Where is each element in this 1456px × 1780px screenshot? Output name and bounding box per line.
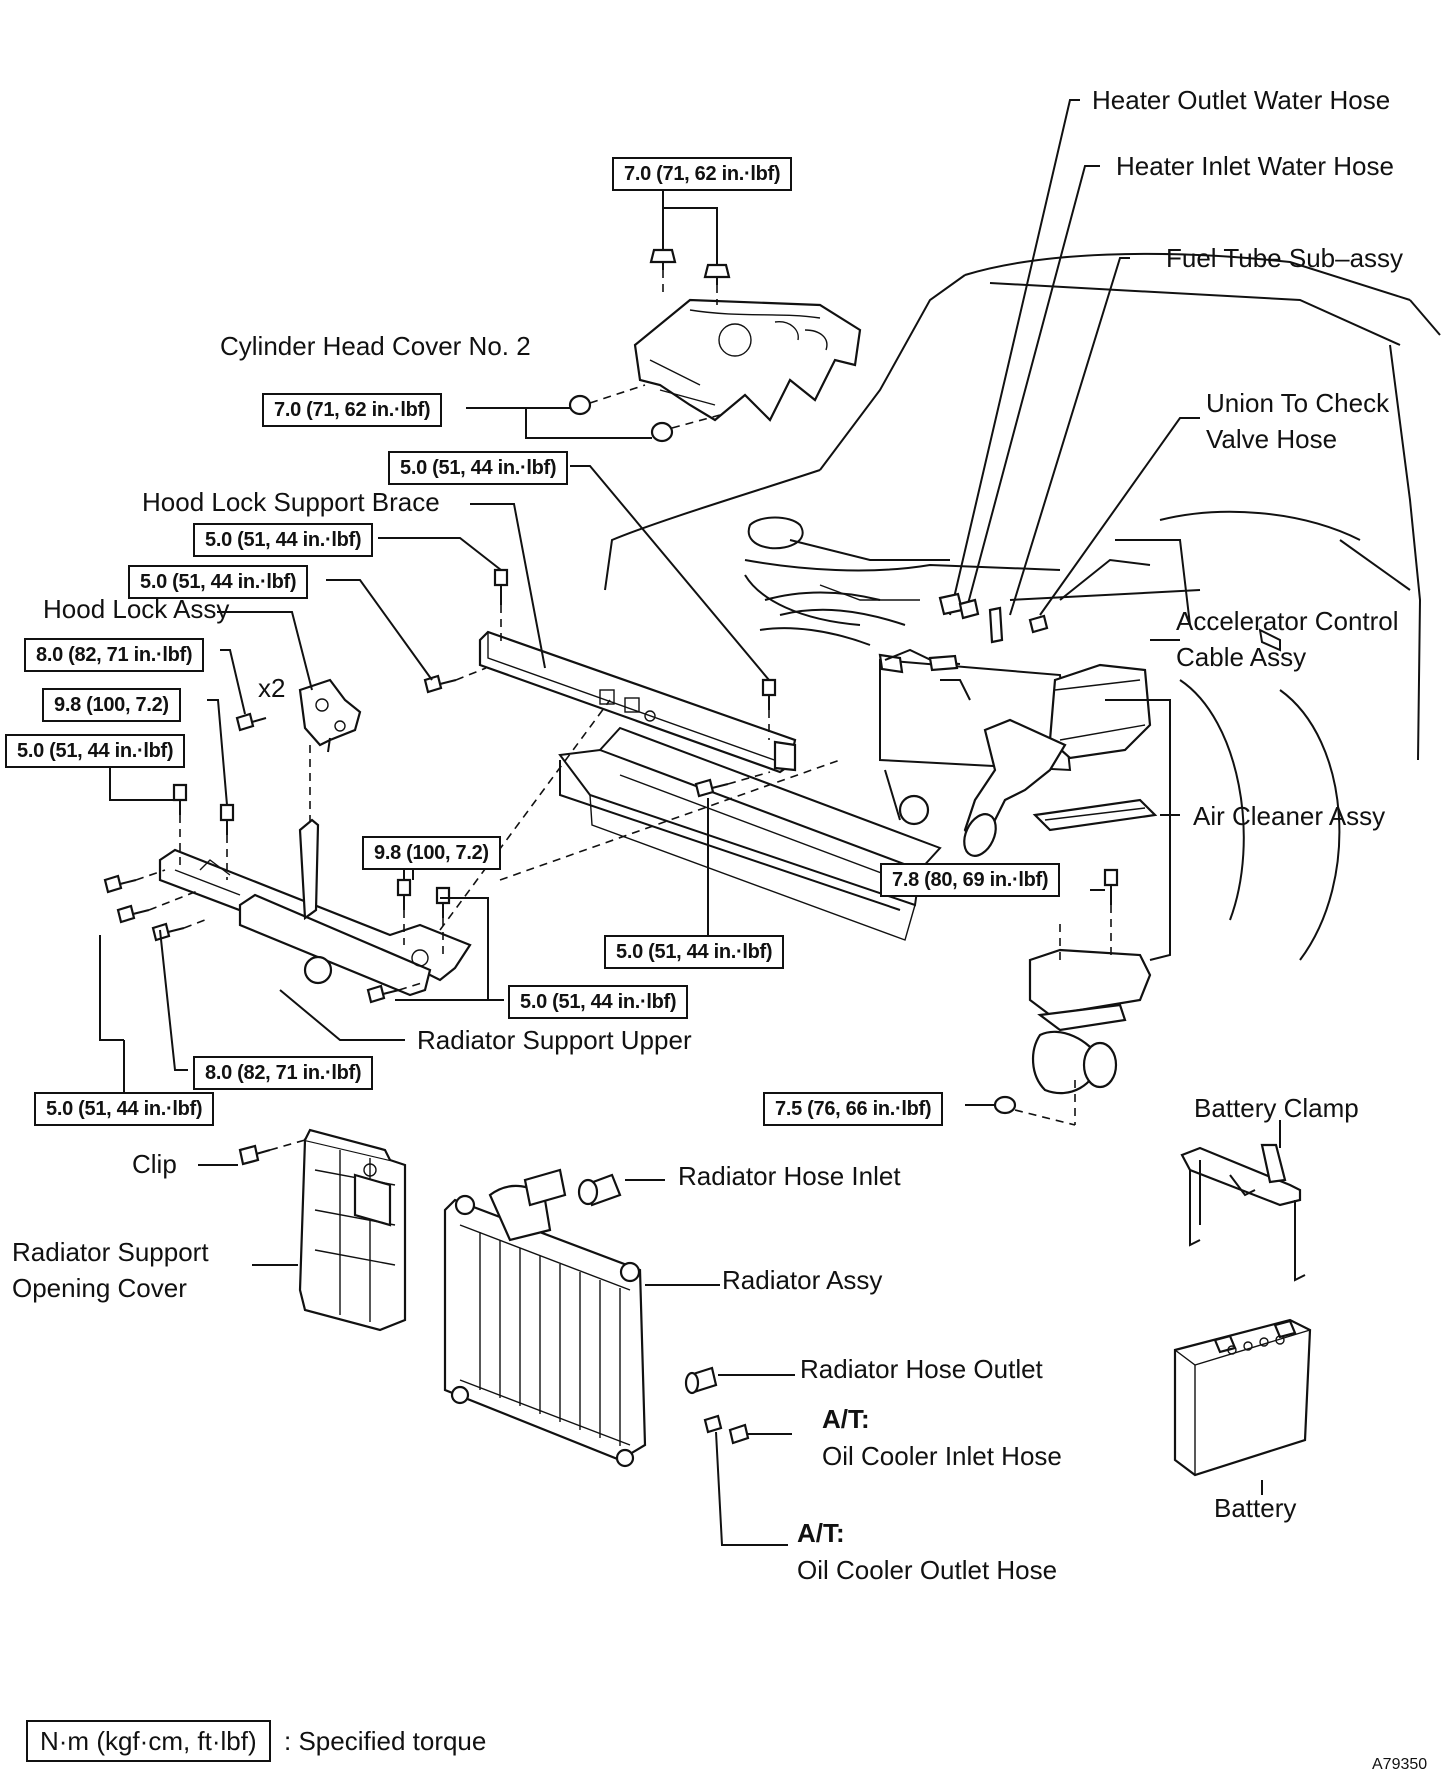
radiator-hose-outlet-part — [684, 1366, 795, 1546]
label-radiator-hose-inlet: Radiator Hose Inlet — [678, 1161, 901, 1191]
battery-clamp-part — [1180, 1120, 1306, 1282]
label-at-1: A/T: — [822, 1404, 870, 1434]
label-radiator-support-upper: Radiator Support Upper — [417, 1025, 692, 1055]
label-battery: Battery — [1214, 1493, 1297, 1523]
label-heater-outlet-water-hose: Heater Outlet Water Hose — [1092, 85, 1391, 115]
cover-bolts — [466, 175, 731, 443]
torque-hood-lock: 8.0 (82, 71 in.·lbf) — [24, 638, 205, 672]
label-battery-clamp: Battery Clamp — [1194, 1093, 1359, 1123]
label-hood-lock-support-brace: Hood Lock Support Brace — [142, 487, 440, 517]
label-union-to-check-valve-hose: Union To Check Valve Hose — [1206, 388, 1390, 454]
radiator-support-opening-cover-part — [198, 1128, 407, 1332]
torque-support-a: 9.8 (100, 7.2) — [42, 688, 181, 722]
bumper-reinforcement — [558, 726, 942, 941]
torque-support-left: 5.0 (51, 44 in.·lbf) — [34, 1092, 215, 1126]
label-radiator-hose-outlet: Radiator Hose Outlet — [800, 1354, 1043, 1384]
engine-outline — [744, 516, 1281, 826]
torque-brace-left: 5.0 (51, 44 in.·lbf) — [128, 565, 309, 599]
radiator-support-bolts — [99, 699, 841, 1105]
hood-lock-support-brace-part — [478, 630, 797, 774]
torque-cylinder-head-cover-side: 7.0 (71, 62 in.·lbf) — [262, 393, 443, 427]
label-x2: x2 — [258, 673, 286, 703]
label-air-cleaner-assy: Air Cleaner Assy — [1193, 801, 1386, 831]
battery-part — [1173, 1318, 1312, 1495]
torque-brace-top: 5.0 (51, 44 in.·lbf) — [193, 523, 374, 557]
label-radiator-assy: Radiator Assy — [722, 1265, 883, 1295]
radiator-support-upper-part — [158, 818, 472, 997]
label-clip: Clip — [132, 1149, 177, 1179]
label-radiator-support-opening-cover: Radiator Support Opening Cover — [12, 1237, 209, 1303]
label-at-2: A/T: — [797, 1518, 845, 1548]
torque-bumper: 5.0 (51, 44 in.·lbf) — [604, 935, 785, 969]
label-fuel-tube-sub-assy: Fuel Tube Sub–assy — [1166, 243, 1404, 273]
torque-support-b: 5.0 (51, 44 in.·lbf) — [5, 734, 186, 768]
torque-air-cleaner: 7.8 (80, 69 in.·lbf) — [880, 863, 1061, 897]
torque-air-cleaner-low: 7.5 (76, 66 in.·lbf) — [763, 1092, 944, 1126]
label-cylinder-head-cover-no2: Cylinder Head Cover No. 2 — [220, 331, 531, 361]
brace-bolts — [326, 465, 777, 960]
hood-lock-assy-part — [217, 611, 362, 830]
label-oil-cooler-outlet-hose: Oil Cooler Outlet Hose — [797, 1555, 1058, 1585]
torque-support-low: 8.0 (82, 71 in.·lbf) — [193, 1056, 374, 1090]
figure-code: A79350 — [1372, 1756, 1428, 1773]
legend-torque-text: : Specified torque — [284, 1726, 487, 1756]
torque-cylinder-head-cover-top: 7.0 (71, 62 in.·lbf) — [612, 157, 793, 191]
air-cleaner-assy-part — [963, 663, 1180, 1126]
legend-torque-unit: N·m (kgf·cm, ft·lbf) — [26, 1720, 271, 1762]
hose-leaders — [884, 99, 1200, 672]
radiator-assy-part — [443, 1168, 720, 1468]
label-hood-lock-assy: Hood Lock Assy — [43, 594, 230, 624]
label-heater-inlet-water-hose: Heater Inlet Water Hose — [1116, 151, 1394, 181]
torque-support-mid: 9.8 (100, 7.2) — [362, 836, 501, 870]
torque-support-right: 5.0 (51, 44 in.·lbf) — [508, 985, 689, 1019]
vehicle-body-outline — [604, 252, 1441, 961]
cylinder-head-cover-no2-part — [633, 298, 862, 422]
label-accelerator-control-cable-assy: Accelerator Control Cable Assy — [1176, 606, 1399, 672]
torque-brace-right: 5.0 (51, 44 in.·lbf) — [388, 451, 569, 485]
label-oil-cooler-inlet-hose: Oil Cooler Inlet Hose — [822, 1441, 1062, 1471]
